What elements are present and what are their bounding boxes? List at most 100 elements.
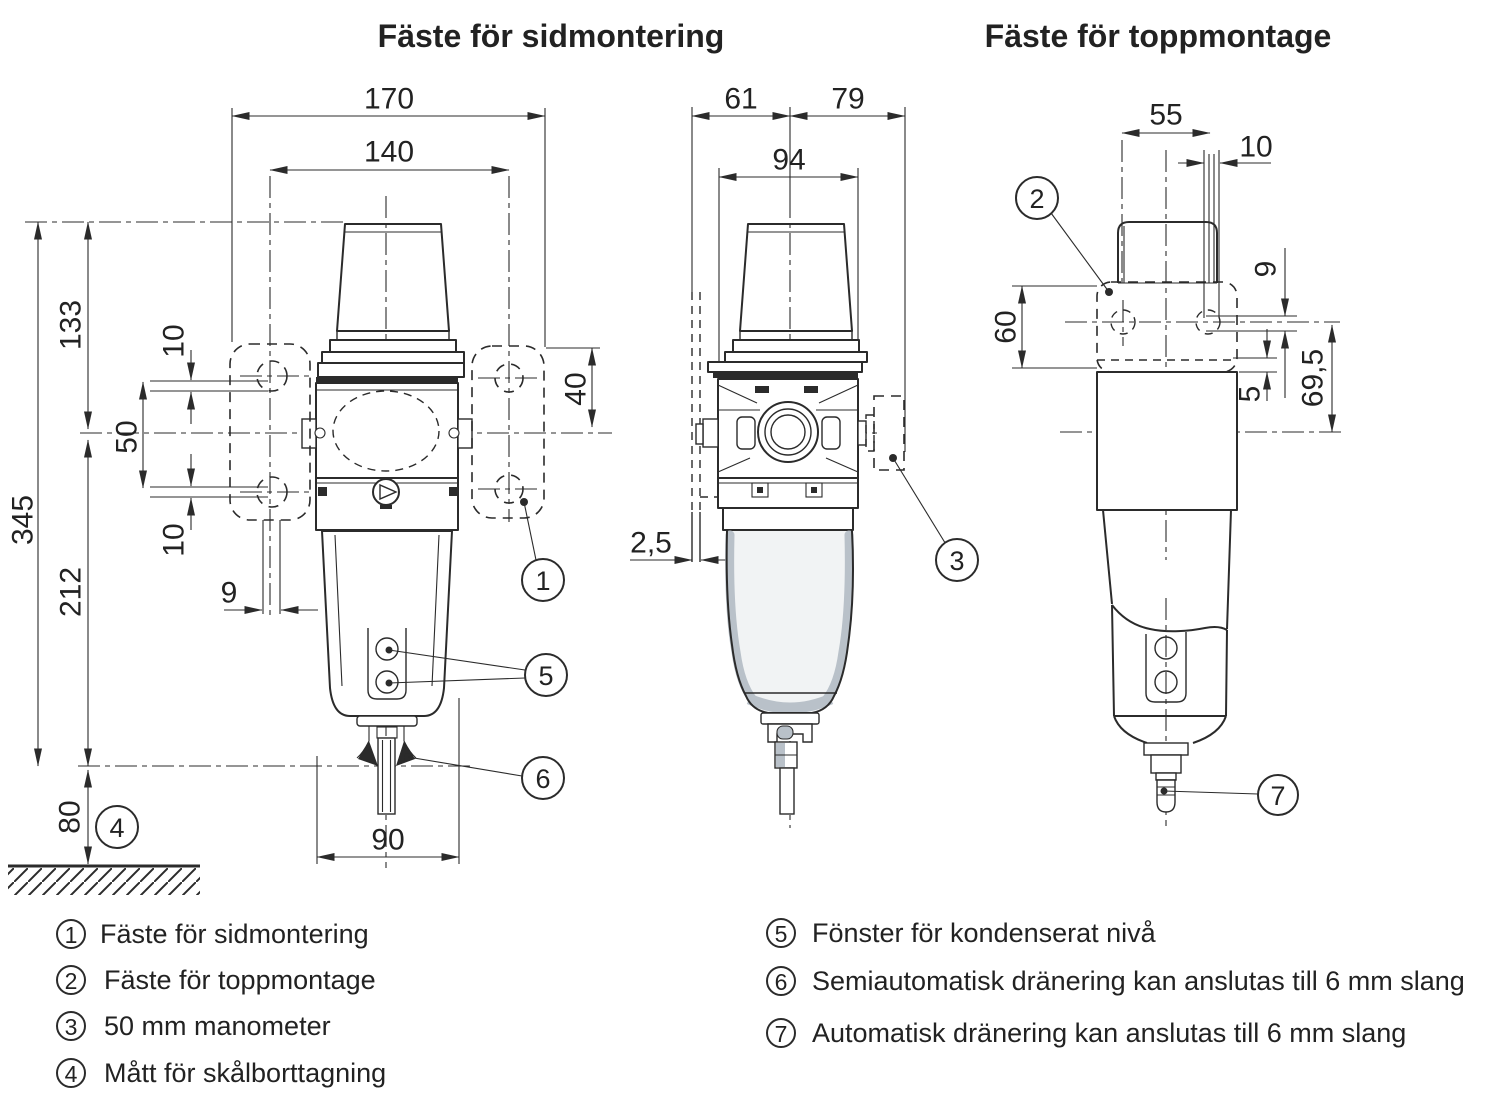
filter-bowl <box>321 530 453 717</box>
bonnet-flange-1 <box>329 339 457 353</box>
top-mount-view: 55 10 60 9 5 69,5 2 7 <box>990 99 1345 826</box>
front-balloons: 1 5 6 4 <box>95 498 568 849</box>
dim-10-bottom: 10 <box>158 523 191 556</box>
legend-num-7: 7 <box>775 1021 788 1047</box>
sight-window-top-2 <box>1154 670 1178 694</box>
balloon-2 <box>1015 176 1059 220</box>
legend-text-7: Automatisk dränering kan anslutas till 6… <box>812 1018 1406 1048</box>
bonnet-flange-2 <box>321 351 465 364</box>
legend-num-2: 2 <box>65 968 78 994</box>
top-dimensions: 55 10 60 9 5 69,5 <box>990 99 1336 433</box>
balloon-7-label: 7 <box>1270 781 1285 811</box>
dim-212: 212 <box>55 567 88 617</box>
legend-text-3: 50 mm manometer <box>104 1011 331 1041</box>
balloon-4-label: 4 <box>109 813 124 843</box>
dim-60: 60 <box>990 310 1023 343</box>
legend-circle-5 <box>766 918 796 948</box>
legend-num-6: 6 <box>775 969 788 995</box>
balloon-5-label: 5 <box>538 661 553 691</box>
bowl-cap <box>356 715 418 727</box>
balloon-1 <box>521 558 565 602</box>
balloon-3 <box>935 538 979 582</box>
legend-circle-6 <box>766 966 796 996</box>
legend-right: 5 Fönster för kondenserat nivå 6 Semiaut… <box>766 918 1465 1048</box>
knurl-band <box>336 330 450 341</box>
dim-5: 5 <box>1234 386 1267 403</box>
balloon-6-label: 6 <box>535 764 550 794</box>
legend-text-6: Semiautomatisk dränering kan anslutas ti… <box>812 966 1465 996</box>
dim-9-slot: 9 <box>1250 261 1283 278</box>
bonnet-flange-3 <box>317 362 465 378</box>
body-top-view <box>1096 371 1238 511</box>
sight-window-2 <box>375 670 399 694</box>
dim-69-5: 69,5 <box>1297 349 1330 407</box>
legend-text-1: Fäste för sidmontering <box>100 919 369 949</box>
dim-40: 40 <box>560 372 593 405</box>
title-side-mount: Fäste för sidmontering <box>378 18 725 54</box>
dim-140: 140 <box>364 136 414 169</box>
port-right <box>457 418 473 449</box>
top-bracket-tab <box>1117 221 1218 283</box>
gauge-port-dashed <box>332 390 440 472</box>
regulator-body <box>315 382 459 479</box>
dim-170: 170 <box>364 83 414 116</box>
front-view: 170 140 345 133 212 80 50 10 10 9 40 <box>7 83 612 895</box>
drain-tube <box>377 737 396 815</box>
side-view: 61 79 94 2,5 <box>630 83 979 828</box>
title-top-mount: Fäste för toppmontage <box>985 18 1332 54</box>
balloon-5 <box>524 653 568 697</box>
dim-10-slot: 10 <box>1239 131 1272 164</box>
bracket-edge-dashed <box>691 292 701 512</box>
balloon-6 <box>521 756 565 800</box>
bracket-right <box>471 345 545 519</box>
drain-tube-side <box>779 767 795 815</box>
dim-133: 133 <box>55 300 88 350</box>
legend-text-4: Mått för skålborttagning <box>104 1058 386 1088</box>
dim-9: 9 <box>221 577 238 610</box>
bracket-left <box>229 343 311 521</box>
balloon-1-label: 1 <box>535 566 550 596</box>
legend-circle-2 <box>56 965 86 995</box>
legend-left: 1 Fäste för sidmontering 2 Fäste för top… <box>56 919 386 1088</box>
legend-text-2: Fäste för toppmontage <box>104 965 376 995</box>
dim-2-5: 2,5 <box>630 527 672 560</box>
side-mount-brackets <box>229 343 545 521</box>
break-line <box>1111 604 1228 633</box>
balloon-2-label: 2 <box>1029 184 1044 214</box>
auto-drain <box>1156 779 1176 813</box>
dim-90: 90 <box>371 824 404 857</box>
dim-61: 61 <box>724 83 757 116</box>
adjust-knob <box>336 223 450 332</box>
dim-79: 79 <box>831 83 864 116</box>
side-extension-lines <box>691 107 906 452</box>
adjust-knob-side <box>739 223 853 332</box>
legend-num-1: 1 <box>65 922 78 948</box>
outlet-port <box>757 401 819 463</box>
body-top-band <box>316 377 458 383</box>
legend-text-5: Fönster för kondenserat nivå <box>812 918 1157 948</box>
side-device <box>695 223 875 815</box>
ground-symbol <box>8 864 200 895</box>
balloon-7 <box>1257 774 1299 816</box>
legend-num-5: 5 <box>775 921 788 947</box>
legend-num-4: 4 <box>65 1061 78 1087</box>
dim-10-top: 10 <box>158 324 191 357</box>
balloon-4 <box>95 805 139 849</box>
bowl-side <box>726 531 853 713</box>
legend-circle-4 <box>56 1058 86 1088</box>
balloon-3-label: 3 <box>949 546 964 576</box>
dim-50: 50 <box>111 420 144 453</box>
legend-circle-3 <box>56 1011 86 1041</box>
front-device <box>301 223 473 815</box>
dim-55: 55 <box>1149 99 1182 132</box>
front-extension-lines <box>150 108 600 864</box>
legend-num-3: 3 <box>65 1014 78 1040</box>
dim-80: 80 <box>54 800 87 833</box>
side-dimensions: 61 79 94 2,5 <box>630 83 906 564</box>
top-centerlines <box>1060 140 1345 826</box>
sight-window-1 <box>375 637 399 661</box>
legend-circle-7 <box>766 1018 796 1048</box>
legend-circle-1 <box>56 919 86 949</box>
